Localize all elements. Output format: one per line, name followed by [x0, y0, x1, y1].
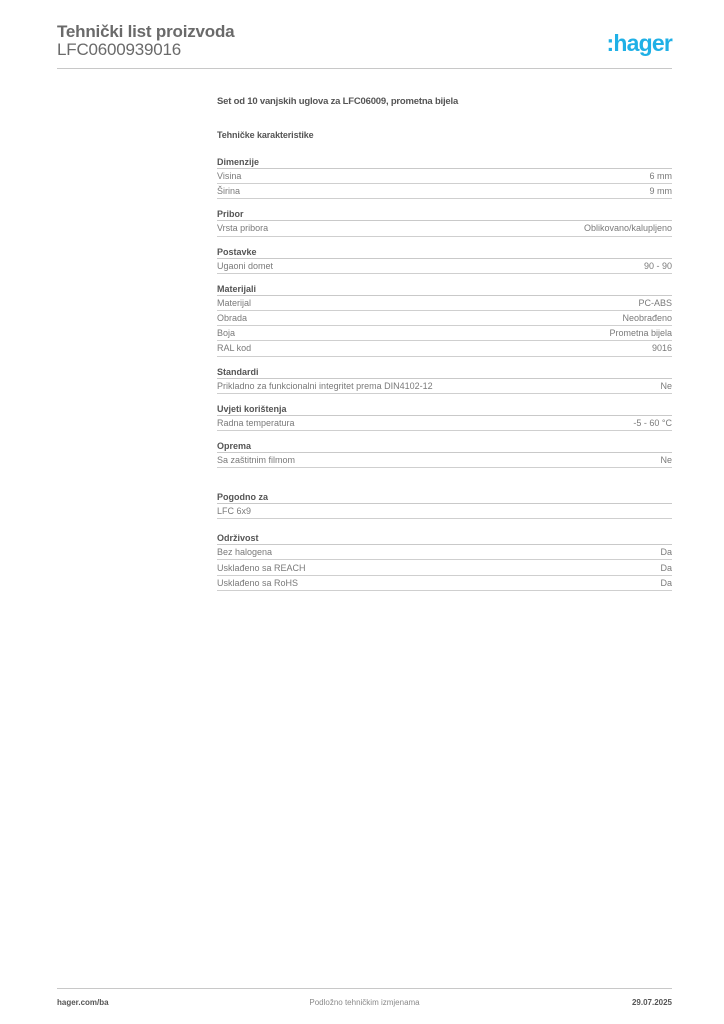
spec-row: Ugaoni domet 90 - 90 [217, 259, 672, 274]
spec-label: Širina [217, 186, 241, 197]
spec-value: -5 - 60 °C [633, 417, 672, 428]
footer-divider [57, 988, 672, 989]
spec-row: Vrsta pribora Oblikovano/kalupljeno [217, 221, 672, 237]
footer-notice: Podložno tehničkim izmjenama [309, 998, 420, 1007]
product-description: Set od 10 vanjskih uglova za LFC06009, p… [217, 96, 459, 107]
spec-value: 9 mm [649, 186, 673, 197]
group-title: Oprema [217, 440, 672, 453]
spec-row: RAL kod 9016 [217, 341, 672, 357]
group-title: Pribor [217, 208, 672, 222]
header-divider [57, 68, 672, 69]
spec-label: Boja [217, 328, 236, 339]
spec-row: Širina 9 mm [217, 184, 673, 200]
group-dimenzije: Dimenzije Visina 6 mm Širina 9 mm [217, 156, 673, 200]
spec-value: 90 - 90 [643, 260, 672, 271]
spec-label: Obrada [217, 313, 248, 324]
spec-label: Usklađeno sa RoHS [217, 577, 299, 588]
spec-value: Oblikovano/kalupljeno [583, 223, 672, 234]
spec-label: LFC 6x9 [217, 506, 252, 517]
group-title: Pogodno za [217, 491, 672, 505]
spec-row: Materijal PC-ABS [217, 296, 672, 311]
spec-row: Bez halogena Da [217, 545, 672, 561]
group-oprema: Oprema Sa zaštitnim filmom Ne [217, 440, 672, 469]
spec-label: Ugaoni domet [217, 260, 274, 271]
spec-value: Da [660, 547, 672, 558]
page-footer: hager.com/ba Podložno tehničkim izmjenam… [57, 998, 672, 1010]
group-postavke: Postavke Ugaoni domet 90 - 90 [217, 246, 672, 274]
spec-value: Da [660, 577, 672, 588]
spec-value: 9016 [651, 343, 672, 354]
group-standardi: Standardi Prikladno za funkcionalni inte… [217, 366, 672, 394]
group-title: Održivost [217, 532, 672, 546]
spec-row: Boja Prometna bijela [217, 326, 672, 342]
spec-label: Sa zaštitnim filmom [217, 454, 296, 465]
spec-row: Radna temperatura -5 - 60 °C [217, 416, 672, 431]
group-odrzivost: Održivost Bez halogena Da Usklađeno sa R… [217, 532, 672, 591]
group-title: Dimenzije [217, 156, 672, 169]
spec-value: Prometna bijela [609, 328, 672, 339]
spec-row: Visina 6 mm [217, 169, 673, 185]
spec-value: Ne [660, 454, 672, 465]
spec-label: Materijal [217, 297, 252, 308]
spec-label: Bez halogena [217, 547, 273, 558]
spec-label: Vrsta pribora [217, 223, 269, 234]
spec-row: LFC 6x9 [217, 504, 672, 520]
spec-value: 6 mm [649, 171, 673, 182]
group-pogodno-za: Pogodno za LFC 6x9 [217, 491, 672, 520]
group-title: Postavke [217, 246, 672, 259]
spec-label: Prikladno za funkcionalni integritet pre… [217, 380, 433, 391]
group-pribor: Pribor Vrsta pribora Oblikovano/kaluplje… [217, 208, 672, 237]
spec-label: Usklađeno sa REACH [217, 562, 306, 573]
spec-label: RAL kod [217, 343, 252, 354]
product-code: LFC0600939016 [57, 40, 182, 59]
website-link[interactable]: hager.com/ba [57, 998, 109, 1007]
section-heading: Tehničke karakteristike [217, 130, 314, 140]
group-title: Materijali [217, 283, 672, 296]
spec-label: Visina [217, 171, 242, 182]
spec-row: Prikladno za funkcionalni integritet pre… [217, 379, 672, 394]
content-area: Set od 10 vanjskih uglova za LFC06009, p… [217, 96, 672, 591]
group-materijali: Materijali Materijal PC-ABS Obrada Neobr… [217, 283, 672, 357]
footer-date: 29.07.2025 [631, 998, 672, 1007]
spec-row: Obrada Neobrađeno [217, 311, 672, 327]
spec-value: PC-ABS [638, 297, 672, 308]
hager-logo: :hager [606, 30, 673, 56]
spec-row: Usklađeno sa REACH Da [217, 560, 672, 576]
spec-value: Neobrađeno [622, 313, 672, 324]
spec-value: Ne [660, 380, 672, 391]
spec-label: Radna temperatura [217, 417, 295, 428]
document-title: Tehnički list proizvoda [57, 22, 235, 41]
spec-value: Da [660, 562, 672, 573]
group-title: Uvjeti korištenja [217, 403, 672, 416]
group-title: Standardi [217, 366, 672, 379]
spec-row: Usklađeno sa RoHS Da [217, 576, 672, 591]
group-uvjeti-koristenja: Uvjeti korištenja Radna temperatura -5 -… [217, 403, 672, 431]
page-header: Tehnički list proizvoda LFC0600939016 :h… [57, 18, 673, 70]
spec-row: Sa zaštitnim filmom Ne [217, 453, 672, 469]
